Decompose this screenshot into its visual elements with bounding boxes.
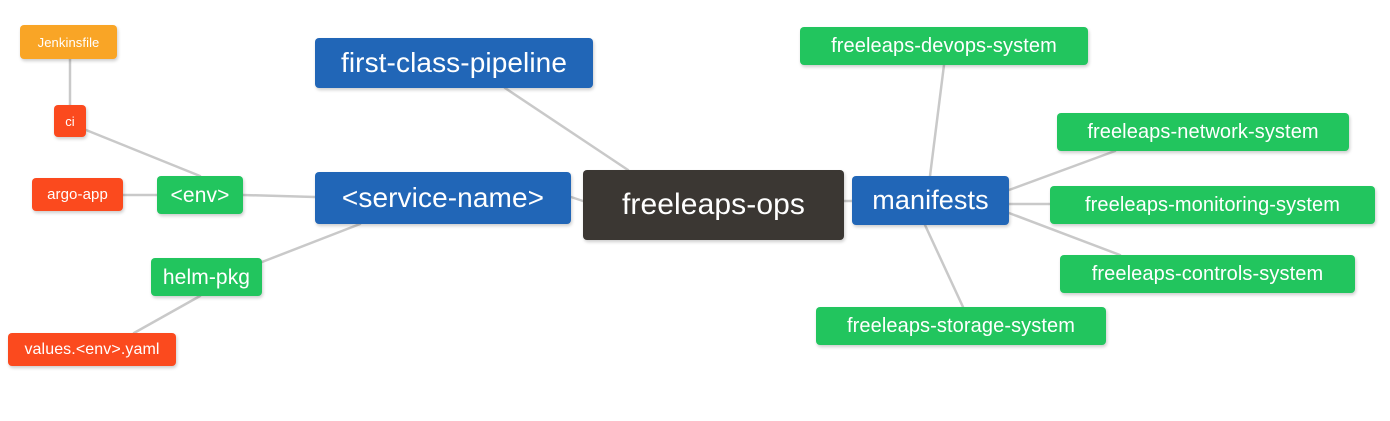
node-env[interactable]: <env> <box>157 176 243 214</box>
node-values-yaml[interactable]: values.<env>.yaml <box>8 333 176 366</box>
edge-servicename-ops <box>569 195 585 203</box>
edge-pipeline-ops <box>503 86 630 172</box>
node-manifests[interactable]: manifests <box>852 176 1009 225</box>
edge-env-servicename <box>241 193 317 199</box>
edge-values-helmpkg <box>132 294 202 335</box>
edge-helmpkg-servicename <box>260 222 362 264</box>
node-helm-pkg[interactable]: helm-pkg <box>151 258 262 296</box>
edge-manifests-storage <box>923 223 965 309</box>
node-argo-app[interactable]: argo-app <box>32 178 123 211</box>
node-freeleaps-devops-system[interactable]: freeleaps-devops-system <box>800 27 1088 65</box>
node-first-class-pipeline[interactable]: first-class-pipeline <box>315 38 593 88</box>
node-freeleaps-network-system[interactable]: freeleaps-network-system <box>1057 113 1349 151</box>
node-freeleaps-controls-system[interactable]: freeleaps-controls-system <box>1060 255 1355 293</box>
node-freeleaps-ops[interactable]: freeleaps-ops <box>583 170 844 240</box>
node-jenkinsfile[interactable]: Jenkinsfile <box>20 25 117 59</box>
node-service-name[interactable]: <service-name> <box>315 172 571 224</box>
edge-ci-env <box>84 128 202 178</box>
edge-manifests-devops <box>928 63 946 178</box>
node-freeleaps-monitoring-system[interactable]: freeleaps-monitoring-system <box>1050 186 1375 224</box>
node-freeleaps-storage-system[interactable]: freeleaps-storage-system <box>816 307 1106 345</box>
edge-manifests-network <box>1007 149 1117 192</box>
node-ci[interactable]: ci <box>54 105 86 137</box>
